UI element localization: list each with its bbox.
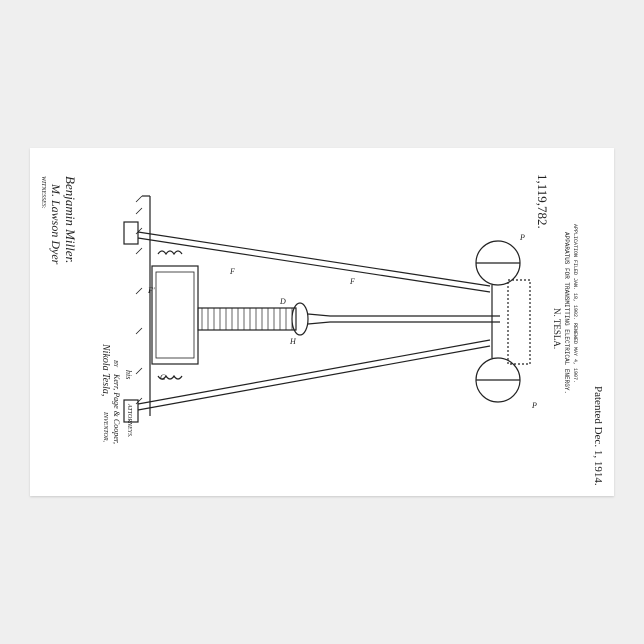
patent-number: 1,119,782. (535, 174, 550, 229)
attorneys-signature: Kerr, Page & Cooper, (112, 374, 121, 444)
attorneys-label: ATTORNEYS. (126, 404, 132, 438)
witness-2-signature: Benjamin Miller. (63, 176, 78, 264)
his-label: his (124, 370, 133, 380)
svg-text:P: P (519, 233, 525, 242)
coil (197, 307, 297, 331)
anchor-top (123, 221, 139, 245)
inventor-signature: Nikola Tesla, (100, 344, 111, 397)
svg-text:F': F' (147, 286, 155, 295)
inventor-label: INVENTOR, (102, 412, 108, 443)
by-label: BY (112, 360, 118, 368)
wheel-assembly (475, 240, 531, 403)
coupling (291, 302, 309, 336)
guy-cables (137, 231, 491, 411)
svg-text:P: P (531, 401, 537, 410)
patent-title: APPARATUS FOR TRANSMITTING ELECTRICAL EN… (563, 232, 570, 395)
ground-line (135, 195, 151, 416)
patented-date: Patented Dec. 1, 1914. (592, 386, 604, 486)
svg-text:F: F (349, 277, 355, 286)
inventor-header: N. TESLA. (552, 308, 562, 350)
witness-1-signature: M. Lawson Dyer (49, 184, 63, 265)
svg-text:F: F (229, 267, 235, 276)
svg-text:H: H (289, 337, 297, 346)
patent-drawing-card: P P D H F' C F F 1,119,782. N. TESLA. APPARA… (30, 148, 614, 496)
apparatus-drawing: P P D H F' C F F (123, 195, 537, 423)
application-line: APPLICATION FILED JAN. 18, 1902. RENEWED… (572, 224, 578, 384)
witnesses-label: WITNESSES: (40, 176, 46, 209)
svg-text:C: C (160, 373, 166, 382)
shaft (307, 313, 500, 325)
tank (151, 250, 199, 380)
anchor-bottom (123, 399, 139, 423)
svg-text:D: D (279, 297, 286, 306)
